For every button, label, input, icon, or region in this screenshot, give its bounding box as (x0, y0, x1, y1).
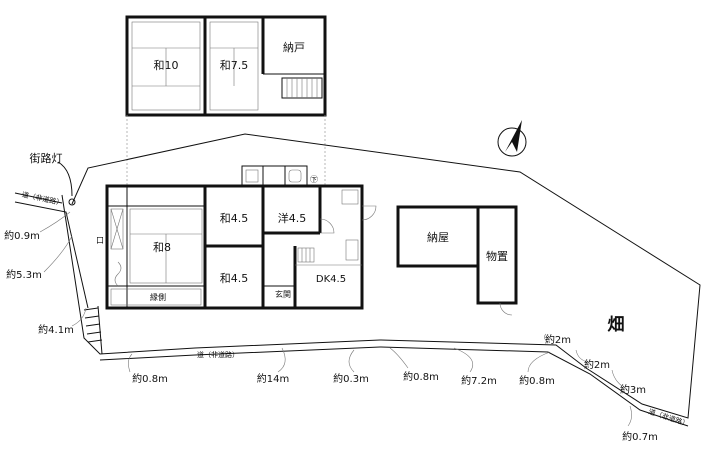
room-washitsu-7-5-label: 和7.5 (220, 59, 249, 72)
monooki-label: 物置 (486, 249, 508, 263)
second-floor-plan: 和10 和7.5 納戸 (125, 15, 327, 117)
first-floor-outline (105, 184, 364, 310)
room-youshitsu-4-5-label: 洋4.5 (278, 211, 307, 225)
room-washitsu-4-5-upper-label: 和4.5 (220, 212, 249, 225)
streetlight (57, 161, 76, 206)
dimension-label: 約0.9m (4, 229, 40, 242)
genkan-label: 玄関 (275, 289, 291, 299)
dimension-label: 約7.2m (461, 374, 497, 387)
first-floor-plan: 和8 和4.5 和4.5 洋4.5 DK4.5 縁側 玄関 ㊦ 口 (96, 165, 377, 310)
room-dk-4-5-label: DK4.5 (316, 274, 346, 285)
room-nando-label: 納戸 (283, 41, 305, 54)
second-floor-outline (125, 15, 327, 117)
outbuildings: 納屋 物置 (396, 205, 518, 316)
north-arrow-icon (497, 120, 527, 157)
site-boundary (61, 133, 701, 419)
room-washitsu-4-5-lower-label: 和4.5 (220, 272, 249, 285)
dimension-label: 約5.3m (6, 268, 42, 281)
road-bottom-label: 道（非道路） (197, 350, 239, 359)
dimension-labels: 約0.9m 約5.3m 約4.1m 約0.8m 約14m 約0.3m 約0.8m… (4, 229, 658, 443)
bathroom-annex (241, 165, 308, 187)
engawa-label: 縁側 (150, 292, 166, 302)
dimension-label: 約0.7m (622, 430, 658, 443)
dimension-label: 約4.1m (38, 323, 74, 336)
field-label: 畑 (608, 315, 625, 335)
dimension-label: 約0.8m (519, 374, 555, 387)
dimension-label: 約14m (257, 372, 289, 385)
room-washitsu-8-label: 和8 (153, 241, 171, 254)
dimension-label: 約0.3m (333, 372, 369, 385)
ro-mark: ㊦ (310, 175, 318, 184)
site-steps (83, 305, 103, 355)
dimension-label: 約0.8m (132, 372, 168, 385)
dimension-label: 約2m (545, 333, 571, 346)
naya-label: 納屋 (427, 231, 449, 244)
dimension-label: 約2m (584, 358, 610, 371)
stairs-2f (281, 77, 323, 99)
streetlight-label: 街路灯 (30, 151, 63, 165)
dimension-label: 約3m (620, 383, 646, 396)
streetlight-icon (68, 198, 76, 206)
dimension-label: 約0.8m (403, 370, 439, 383)
room-washitsu-10-label: 和10 (154, 59, 179, 72)
dimension-leaders (39, 211, 632, 427)
window-box-mark: 口 (96, 236, 104, 245)
road-right-label: 道（非道路） (647, 407, 690, 429)
